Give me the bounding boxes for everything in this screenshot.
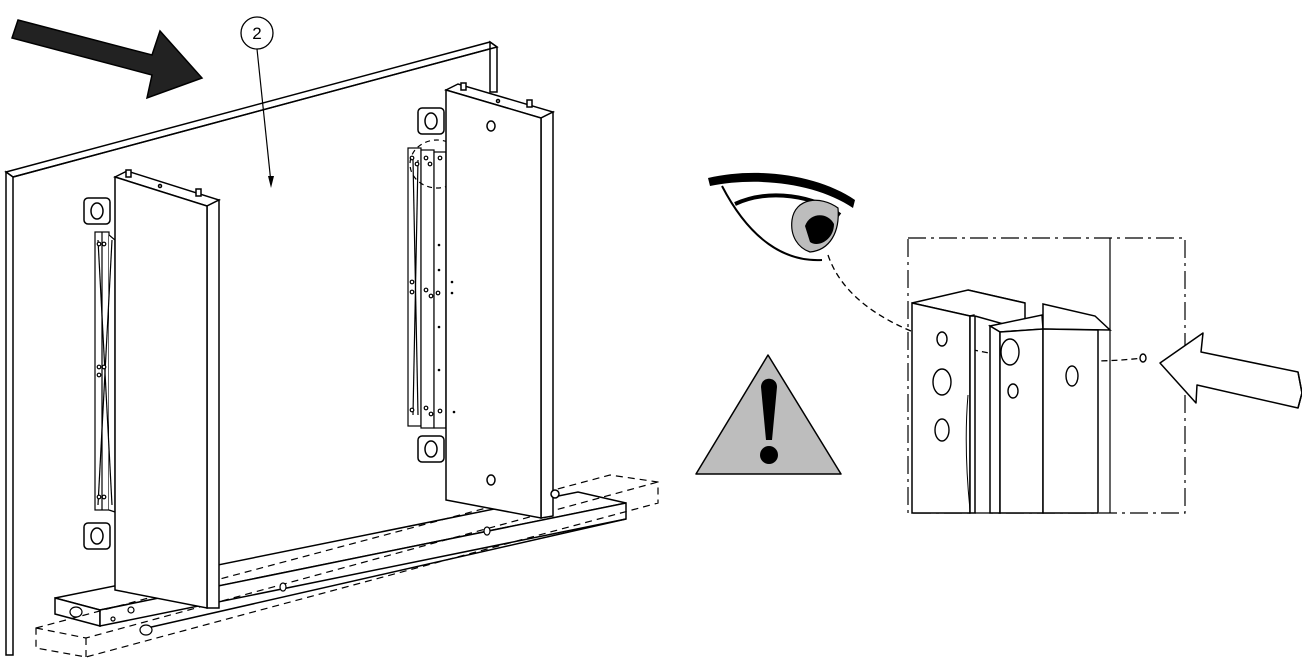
right-brackets — [407, 147, 447, 429]
back-panel — [4, 40, 499, 656]
right-spacers — [417, 107, 445, 463]
right-upright-holes — [437, 243, 456, 414]
eye-icon — [708, 172, 855, 262]
detail-view — [907, 237, 1186, 514]
left-spacers — [83, 197, 111, 550]
callout-2-label: 2 — [252, 24, 261, 43]
warning-triangle-icon — [695, 354, 842, 475]
base-screws — [69, 526, 491, 636]
insert-direction-arrow-icon — [1159, 332, 1302, 409]
base-rail-phantom — [35, 474, 659, 658]
right-upright — [443, 82, 560, 519]
push-direction-arrow-icon — [11, 19, 204, 100]
left-upright — [113, 169, 221, 609]
left-bracket — [94, 231, 116, 513]
callout-2: 2 — [240, 16, 274, 188]
